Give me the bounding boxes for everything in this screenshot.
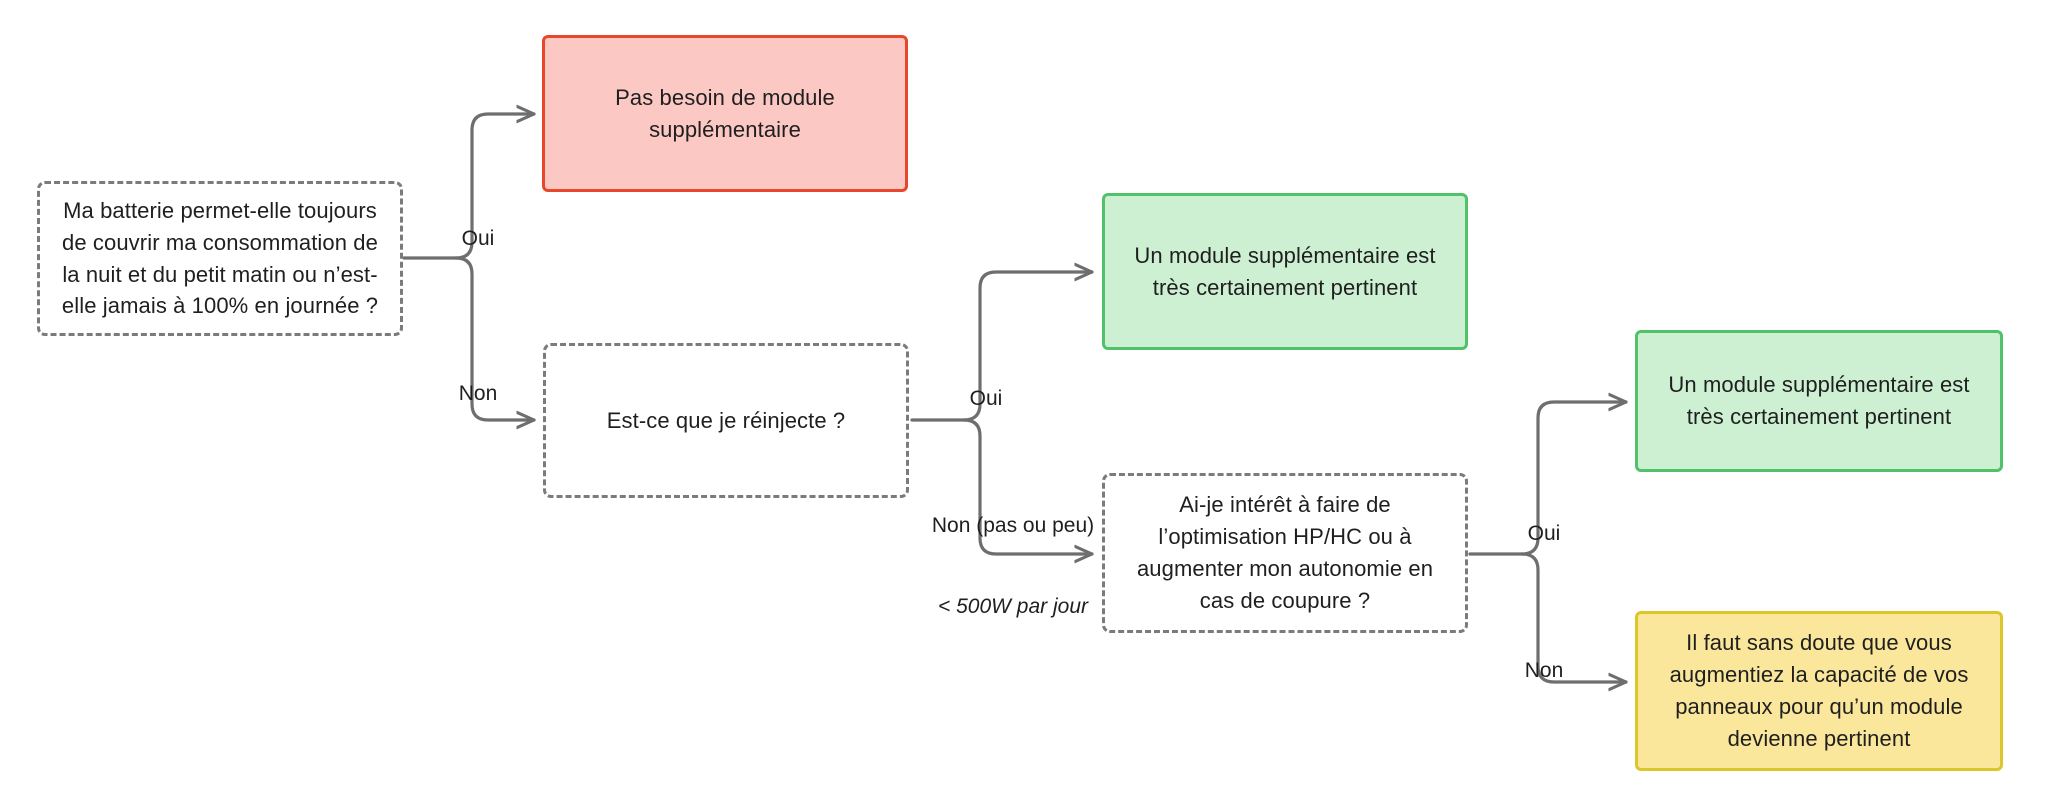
decision-node-grid-injection[interactable]: Est-ce que je réinjecte ? xyxy=(543,343,909,498)
edge-label-text: Oui xyxy=(969,386,1003,410)
decision-node-battery-coverage[interactable]: Ma batterie permet-elle toujours de couv… xyxy=(37,181,403,336)
node-label: Ai-je intérêt à faire de l’optimisation … xyxy=(1136,492,1434,613)
edge-label-q2-non: Non (pas ou peu) < 500W par jour xyxy=(918,457,1108,675)
edge-label-text: Non xyxy=(458,381,498,405)
node-label: Est-ce que je réinjecte ? xyxy=(606,407,846,433)
edge-label-text: Oui xyxy=(1527,521,1561,545)
edge-label-q2-oui: Oui xyxy=(956,330,1016,466)
edge-label-q1-non: Non xyxy=(444,325,512,461)
outcome-node-module-relevant-upper[interactable]: Un module supplémentaire est très certai… xyxy=(1102,193,1468,350)
edge-label-q1-oui: Oui xyxy=(448,170,508,306)
outcome-node-module-relevant-right[interactable]: Un module supplémentaire est très certai… xyxy=(1635,330,2003,472)
edge-label-text: Non (pas ou peu) xyxy=(931,513,1095,537)
node-label: Il faut sans doute que vous augmentiez l… xyxy=(1669,630,1969,751)
node-label: Ma batterie permet-elle toujours de couv… xyxy=(61,197,379,319)
edge-label-text: Oui xyxy=(461,226,495,250)
decision-node-hphc-optimisation[interactable]: Ai-je intérêt à faire de l’optimisation … xyxy=(1102,473,1468,633)
edge-label-subtext: < 500W par jour xyxy=(938,595,1088,619)
edge-label-text: Non xyxy=(1524,658,1564,682)
edge-label-q3-oui: Oui xyxy=(1514,465,1574,601)
outcome-node-no-module-needed[interactable]: Pas besoin de module supplémentaire xyxy=(542,35,908,192)
node-label: Pas besoin de module supplémentaire xyxy=(615,84,835,142)
outcome-node-increase-panels[interactable]: Il faut sans doute que vous augmentiez l… xyxy=(1635,611,2003,771)
node-label: Un module supplémentaire est très certai… xyxy=(1134,242,1436,300)
edge-label-q3-non: Non xyxy=(1510,602,1578,738)
node-label: Un module supplémentaire est très certai… xyxy=(1668,372,1970,429)
